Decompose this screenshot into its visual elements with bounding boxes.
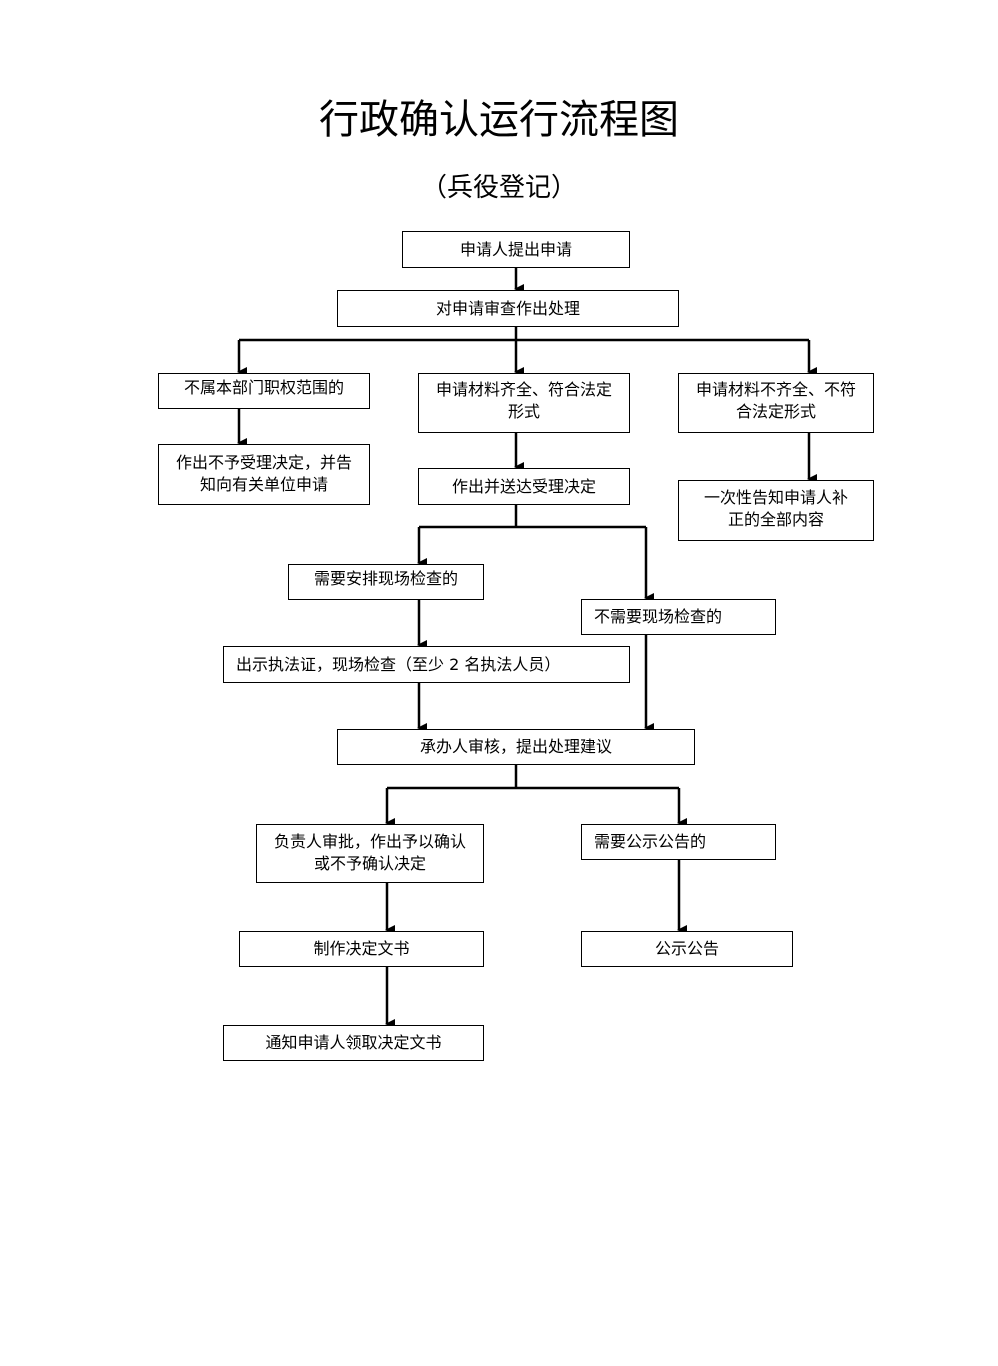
node-accept-deliver: 作出并送达受理决定 xyxy=(418,468,630,505)
node-incomplete: 申请材料不齐全、不符合法定形式 xyxy=(678,373,874,433)
node-apply-label: 申请人提出申请 xyxy=(459,239,572,259)
node-make-doc-label: 制作决定文书 xyxy=(313,939,410,958)
node-incomplete-label: 申请材料不齐全、不符合法定形式 xyxy=(695,380,856,421)
node-notify-collect: 通知申请人领取决定文书 xyxy=(223,1025,484,1061)
node-approve: 负责人审批，作出予以确认或不予确认决定 xyxy=(256,824,484,883)
node-apply: 申请人提出申请 xyxy=(402,231,630,268)
node-out-of-scope: 不属本部门职权范围的 xyxy=(158,373,370,409)
node-one-time-notice: 一次性告知申请人补正的全部内容 xyxy=(678,480,874,541)
node-publicity: 公示公告 xyxy=(581,931,793,967)
node-review-label: 对申请审查作出处理 xyxy=(435,298,580,318)
node-need-inspection-label: 需要安排现场检查的 xyxy=(313,569,458,588)
node-complete-label: 申请材料齐全、符合法定形式 xyxy=(435,380,612,421)
node-reject-notify-label: 作出不予受理决定，并告知向有关单位申请 xyxy=(175,453,352,494)
node-publicity-label: 公示公告 xyxy=(654,939,719,958)
node-one-time-notice-label: 一次性告知申请人补正的全部内容 xyxy=(703,488,848,529)
node-handler-review-label: 承办人审核，提出处理建议 xyxy=(419,737,612,756)
page-title: 行政确认运行流程图 xyxy=(319,97,679,143)
node-handler-review: 承办人审核，提出处理建议 xyxy=(337,729,695,765)
node-reject-notify: 作出不予受理决定，并告知向有关单位申请 xyxy=(158,444,370,505)
page-subtitle: （兵役登记） xyxy=(420,173,577,203)
node-need-inspection: 需要安排现场检查的 xyxy=(288,564,484,600)
node-no-inspection-label: 不需要现场检查的 xyxy=(594,607,723,626)
node-inspection: 出示执法证，现场检查（至少 2 名执法人员） xyxy=(223,646,630,683)
node-accept-deliver-label: 作出并送达受理决定 xyxy=(451,476,596,496)
node-inspection-label: 出示执法证，现场检查（至少 2 名执法人员） xyxy=(236,654,561,674)
node-notify-collect-label: 通知申请人领取决定文书 xyxy=(265,1033,442,1052)
node-approve-label: 负责人审批，作出予以确认或不予确认决定 xyxy=(273,832,466,873)
node-out-of-scope-label: 不属本部门职权范围的 xyxy=(183,378,344,397)
node-need-publicity-label: 需要公示公告的 xyxy=(594,832,707,851)
node-complete: 申请材料齐全、符合法定形式 xyxy=(418,373,630,433)
node-review: 对申请审查作出处理 xyxy=(337,290,679,327)
node-no-inspection: 不需要现场检查的 xyxy=(581,599,776,635)
node-need-publicity: 需要公示公告的 xyxy=(581,824,776,860)
node-make-doc: 制作决定文书 xyxy=(239,931,484,967)
